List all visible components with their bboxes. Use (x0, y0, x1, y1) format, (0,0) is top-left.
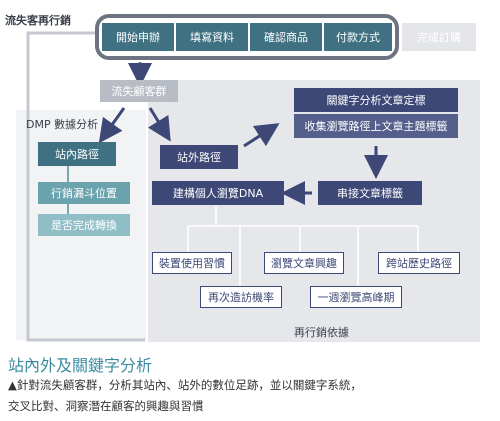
caption-line-1: ▲針對流失顧客群，分析其站內、站外的數位足跡，並以關鍵字系統， (8, 378, 362, 392)
remarketing-basis-label: 再行銷依據 (294, 326, 349, 339)
keyword-analysis: 關鍵字分析文章定標 (294, 88, 458, 112)
funnel-position: 行銷漏斗位置 (38, 182, 130, 204)
step-fill-info: 填寫資料 (176, 23, 248, 51)
article-interests: 瀏覽文章興趣 (264, 252, 344, 274)
step-apply: 開始申辦 (102, 23, 174, 51)
process-pill (95, 14, 399, 60)
cross-site-history: 跨站歷史路徑 (378, 252, 460, 274)
conversion-status: 是否完成轉換 (38, 214, 130, 236)
revisit-probability: 再次造訪機率 (200, 286, 282, 308)
caption-line-2: 交叉比對、洞察潛在顧客的興趣與習慣 (8, 399, 204, 413)
step-confirm-product: 確認商品 (250, 23, 322, 51)
collect-article-tags: 收集瀏覽路徑上文章主題標籤 (294, 114, 458, 138)
offsite-path: 站外路徑 (160, 145, 238, 169)
dmp-label: DMP 數據分析 (26, 118, 99, 131)
lost-customer-group: 流失顧客群 (100, 80, 178, 102)
link-article-tags: 串接文章標籤 (318, 181, 422, 205)
build-browsing-dna: 建構個人瀏覽DNA (152, 181, 284, 205)
caption-title: 站內外及關鍵字分析 (8, 356, 153, 375)
onsite-path: 站內路徑 (38, 142, 116, 166)
step-payment: 付款方式 (324, 23, 392, 51)
remarketing-title: 流失客再行銷 (5, 14, 71, 27)
weekly-peak: 一週瀏覽高峰期 (310, 286, 402, 308)
step-complete-order: 完成訂購 (402, 23, 476, 51)
device-usage-habits: 裝置使用習慣 (152, 252, 232, 274)
